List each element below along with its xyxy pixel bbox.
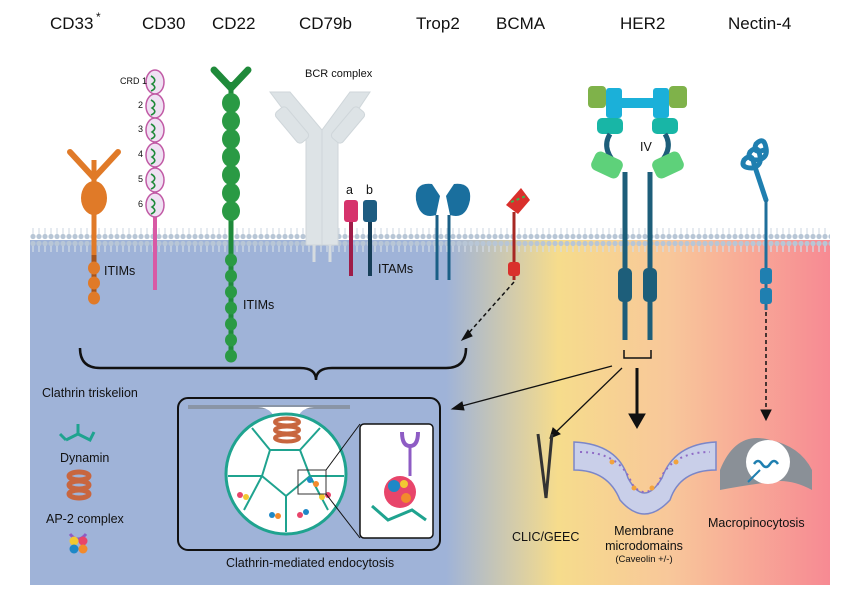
plasma-membrane xyxy=(30,228,830,252)
receptor-brace xyxy=(78,347,468,381)
dynamin-icon xyxy=(66,469,92,501)
clathrin-pathway-box xyxy=(177,397,441,551)
zoom-inset xyxy=(325,423,434,539)
label-itams: ITAMs xyxy=(378,262,414,276)
label-trop2: Trop2 xyxy=(416,14,460,33)
legend-ap2-label: AP-2 complex xyxy=(46,512,124,526)
cd33-receptor xyxy=(67,149,121,305)
label-clathrin-endocytosis: Clathrin-mediated endocytosis xyxy=(226,556,395,570)
clathrin-coated-vesicle xyxy=(188,405,350,536)
label-itims-cd33: ITIMs xyxy=(104,264,136,278)
label-crd1: CRD 1 xyxy=(120,76,148,86)
internalization-arrows xyxy=(450,281,772,439)
cd22-receptor xyxy=(210,66,252,363)
triskelion-icon xyxy=(58,424,96,443)
label-bcr-complex: BCR complex xyxy=(305,68,373,80)
label-cd22: CD22 xyxy=(212,14,256,33)
label-cd30: CD30 xyxy=(142,14,186,33)
label-chain-b: b xyxy=(366,183,373,197)
label-crd2: 2 xyxy=(138,100,144,110)
label-nectin4: Nectin-4 xyxy=(728,14,792,33)
cd79-chains xyxy=(344,200,377,276)
label-clic-geec: CLIC/GEEC xyxy=(512,530,580,544)
label-her2: HER2 xyxy=(620,14,666,33)
label-cd33: CD33 xyxy=(50,14,94,33)
label-macropinocytosis: Macropinocytosis xyxy=(708,516,805,530)
label-crd6: 6 xyxy=(138,199,144,209)
label-crd5: 5 xyxy=(138,174,144,184)
legend-dynamin-label: Dynamin xyxy=(60,451,110,465)
macropinocytosis-cup xyxy=(720,438,812,490)
label-caveolin: (Caveolin +/-) xyxy=(615,554,673,565)
label-microdomains: microdomains xyxy=(605,539,683,553)
cd30-receptor xyxy=(145,69,165,290)
clic-geec-tube xyxy=(536,433,554,499)
bcr-complex xyxy=(269,91,371,262)
label-cd79b: CD79b xyxy=(299,14,352,33)
label-crd4: 4 xyxy=(138,149,144,159)
bcma-receptor xyxy=(506,188,530,280)
label-bcma: BCMA xyxy=(496,14,546,33)
label-crd3: 3 xyxy=(138,124,144,134)
ap2-complex-icon xyxy=(68,533,88,554)
trop2-receptor xyxy=(415,183,471,280)
label-itims-cd22: ITIMs xyxy=(243,298,275,312)
label-cd33-asterisk: * xyxy=(96,10,101,24)
membrane-microdomain xyxy=(573,441,717,515)
her2-receptor xyxy=(588,86,687,359)
label-chain-a: a xyxy=(346,183,353,197)
nectin4-receptor xyxy=(740,138,772,310)
label-domain-iv: IV xyxy=(640,140,652,154)
label-membrane: Membrane xyxy=(614,524,674,538)
legend-triskelion-label: Clathrin triskelion xyxy=(42,386,138,400)
